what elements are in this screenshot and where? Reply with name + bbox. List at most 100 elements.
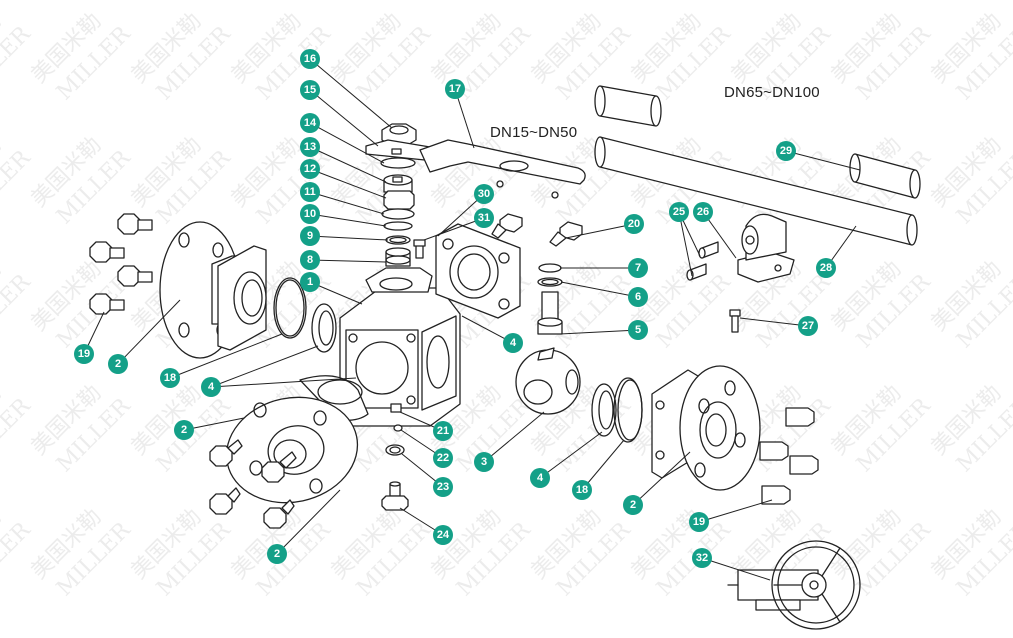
callout-25: 25 bbox=[669, 202, 689, 222]
callout-18: 18 bbox=[160, 368, 180, 388]
leader-line bbox=[210, 377, 357, 388]
part-25-pins bbox=[686, 241, 719, 281]
leader-line bbox=[739, 317, 809, 327]
leader-line bbox=[117, 299, 181, 365]
part-11-washer bbox=[381, 208, 415, 220]
callout-5: 5 bbox=[628, 320, 648, 340]
part-26-adapter bbox=[737, 213, 795, 283]
callout-32: 32 bbox=[692, 548, 712, 568]
leader-line bbox=[698, 499, 773, 523]
leader-line bbox=[309, 146, 387, 183]
part-1-body bbox=[339, 267, 461, 427]
callout-22: 22 bbox=[433, 448, 453, 468]
leader-line bbox=[701, 557, 771, 581]
callout-24: 24 bbox=[433, 525, 453, 545]
callout-4: 4 bbox=[530, 468, 550, 488]
part-12-nut bbox=[383, 190, 415, 210]
callout-13: 13 bbox=[300, 137, 320, 157]
part-29-sleeve bbox=[849, 153, 921, 199]
callout-29: 29 bbox=[776, 141, 796, 161]
leader-line bbox=[309, 122, 385, 164]
leader-line bbox=[309, 213, 387, 227]
leader-line bbox=[539, 431, 603, 479]
part-7-oring bbox=[538, 263, 562, 273]
leader-line bbox=[565, 223, 635, 239]
callout-1: 1 bbox=[300, 272, 320, 292]
part-22-washer bbox=[393, 424, 403, 432]
callout-4: 4 bbox=[201, 377, 221, 397]
part-13-gland bbox=[383, 174, 413, 193]
part-19-bolts-left bbox=[89, 213, 153, 315]
leader-line bbox=[581, 439, 625, 491]
callout-27: 27 bbox=[798, 316, 818, 336]
part-2-flange-left bbox=[159, 221, 267, 359]
part-9-ring bbox=[385, 235, 411, 245]
callout-9: 9 bbox=[300, 226, 320, 246]
callout-16: 16 bbox=[300, 49, 320, 69]
leader-line bbox=[276, 489, 341, 555]
callout-10: 10 bbox=[300, 204, 320, 224]
part-23-oring bbox=[385, 444, 405, 456]
callout-12: 12 bbox=[300, 159, 320, 179]
part-32-gear-operator bbox=[727, 540, 861, 630]
part-4-seat-right bbox=[591, 383, 617, 437]
callout-14: 14 bbox=[300, 113, 320, 133]
callout-4: 4 bbox=[503, 333, 523, 353]
part-bolt-top bbox=[491, 213, 523, 239]
part-28-bar bbox=[594, 136, 918, 246]
part-20-bolt bbox=[549, 221, 583, 247]
callout-17: 17 bbox=[445, 79, 465, 99]
size-label-dn15-dn50: DN15~DN50 bbox=[490, 124, 578, 141]
part-19-bolts-right bbox=[759, 407, 819, 505]
leader-line bbox=[309, 259, 387, 263]
callout-2: 2 bbox=[623, 495, 643, 515]
part-8-packing bbox=[385, 247, 411, 267]
part-10-washer bbox=[383, 221, 413, 231]
part-18-oring-left bbox=[273, 277, 307, 339]
leader-line bbox=[454, 88, 475, 149]
callout-7: 7 bbox=[628, 258, 648, 278]
leader-line bbox=[678, 211, 693, 277]
size-label-dn65-dn100: DN65~DN100 bbox=[724, 84, 820, 101]
callout-2: 2 bbox=[174, 420, 194, 440]
part-18-oring-right bbox=[613, 377, 643, 443]
callout-20: 20 bbox=[624, 214, 644, 234]
callout-6: 6 bbox=[628, 287, 648, 307]
leader-line bbox=[309, 191, 385, 215]
part-31-screw bbox=[413, 239, 426, 259]
callout-2: 2 bbox=[267, 544, 287, 564]
part-flange-top-right bbox=[435, 223, 521, 319]
leader-line bbox=[483, 411, 545, 463]
part-handle-sleeve bbox=[594, 85, 662, 127]
leader-line bbox=[785, 150, 861, 171]
callout-21: 21 bbox=[433, 421, 453, 441]
callout-30: 30 bbox=[474, 184, 494, 204]
callout-2: 2 bbox=[108, 354, 128, 374]
leader-line bbox=[309, 235, 389, 241]
part-2-flange-bottom bbox=[225, 375, 369, 504]
callout-23: 23 bbox=[433, 477, 453, 497]
part-5-stem bbox=[537, 291, 563, 335]
leader-line bbox=[210, 345, 319, 388]
leader-line bbox=[632, 451, 691, 506]
leader-line bbox=[559, 329, 639, 335]
callout-18: 18 bbox=[572, 480, 592, 500]
leader-line bbox=[169, 333, 283, 379]
part-4-seat-left bbox=[311, 303, 337, 353]
leader-line bbox=[183, 417, 245, 431]
callout-28: 28 bbox=[816, 258, 836, 278]
leader-line bbox=[309, 89, 379, 147]
leader-line bbox=[560, 281, 639, 298]
callout-26: 26 bbox=[693, 202, 713, 222]
callout-3: 3 bbox=[474, 452, 494, 472]
callout-31: 31 bbox=[474, 208, 494, 228]
part-17-handle bbox=[419, 139, 586, 199]
part-24-plug bbox=[381, 481, 409, 511]
part-3-ball bbox=[515, 347, 581, 415]
leader-line bbox=[309, 58, 393, 129]
part-2-flange-right bbox=[651, 365, 761, 491]
part-27-screw bbox=[729, 309, 741, 333]
callout-15: 15 bbox=[300, 80, 320, 100]
